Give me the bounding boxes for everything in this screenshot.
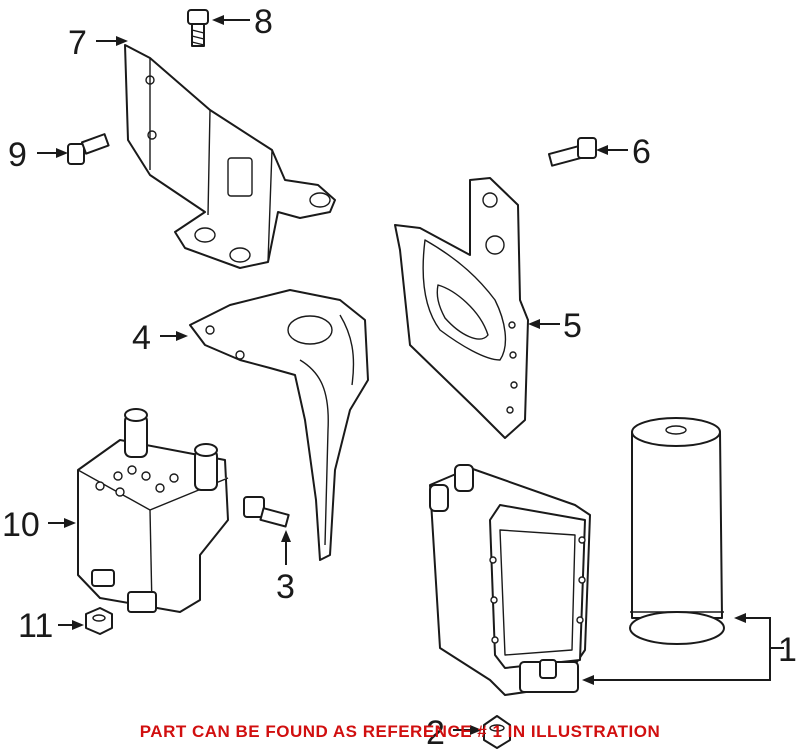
callout-1: 1 (778, 631, 797, 669)
oil-cooler-flange-icon (429, 464, 591, 696)
bolt-9-icon (67, 133, 110, 165)
callout-10: 10 (2, 506, 40, 544)
callout-2: 2 (426, 714, 445, 751)
leader-lines (37, 15, 784, 735)
nut-2-icon (483, 715, 511, 749)
callout-3: 3 (276, 568, 295, 606)
callout-7: 7 (68, 24, 87, 62)
callout-5: 5 (563, 307, 582, 345)
oil-filter-housing-1-icon (629, 417, 725, 645)
bolt-3-icon (243, 496, 290, 528)
callout-6: 6 (632, 133, 651, 171)
reference-note: PART CAN BE FOUND AS REFERENCE # 1 IN IL… (139, 722, 661, 741)
bolt-6-icon (547, 137, 597, 167)
callout-9: 9 (8, 136, 27, 174)
bolt-8-icon (187, 9, 209, 47)
callout-4: 4 (132, 319, 151, 357)
bracket-7-icon (124, 44, 336, 269)
callout-8: 8 (254, 3, 273, 41)
nut-11-icon (85, 607, 113, 635)
bracket-5-icon (394, 177, 529, 439)
callout-11: 11 (18, 607, 53, 645)
oil-cooler-10-icon (77, 408, 229, 613)
bracket-4-icon (189, 289, 369, 561)
